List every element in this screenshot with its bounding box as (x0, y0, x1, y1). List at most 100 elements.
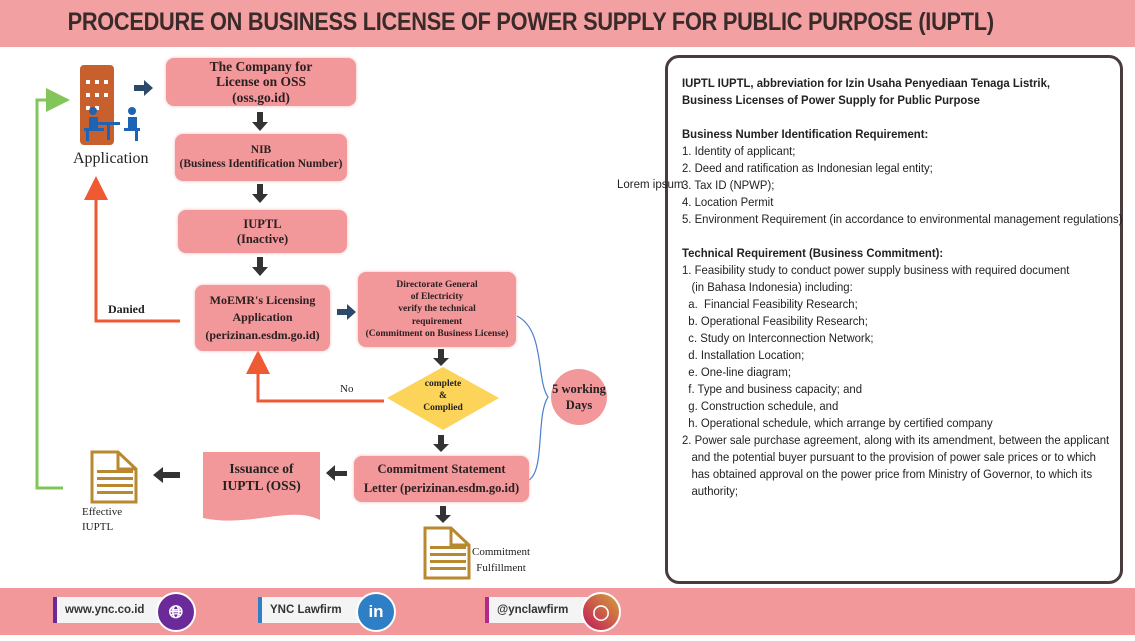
arrow-down-5 (433, 435, 449, 452)
tech-item: (in Bahasa Indonesia) including: (682, 280, 853, 294)
tech-item: 1. Feasibility study to conduct power su… (682, 263, 1070, 277)
bnir-item: 2. Deed and ratification as Indonesian l… (682, 161, 933, 175)
denied-label: Danied (108, 302, 145, 316)
arrow-left-1 (326, 465, 347, 481)
days-line: 5 working (552, 382, 606, 396)
linkedin-accent (258, 597, 263, 623)
box-line: The Company for (209, 58, 313, 74)
bnir-item: 3. Tax ID (NPWP); (682, 178, 775, 192)
building-icon (80, 65, 140, 145)
box-line: MoEMR's Licensing (209, 292, 316, 307)
box-line: (oss.go.id) (232, 89, 290, 105)
box-line: License on OSS (215, 74, 307, 90)
tech-heading: Technical Requirement (Business Commitme… (682, 246, 944, 260)
tech-item: authority; (682, 484, 739, 498)
box-line: (Inactive) (236, 231, 289, 246)
decision-diamond (387, 367, 499, 430)
flow-arrows (153, 112, 451, 523)
instagram-link[interactable]: @ynclawfirm (489, 597, 593, 623)
tech-item: h. Operational schedule, which arrange b… (682, 416, 993, 430)
iuptl-inactive-box: IUPTL(Inactive) (178, 210, 347, 253)
fulfillment-document-icon (423, 526, 471, 580)
box-line: (perizinan.esdm.go.id) (205, 327, 320, 342)
label-line: Effective (82, 506, 123, 518)
tech-item: b. Operational Feasibility Research; (682, 314, 868, 328)
denied-line (84, 176, 180, 323)
linkedin-link[interactable]: YNC Lawfirm (262, 597, 368, 623)
issuance-text: Issuance of IUPTL (OSS) (203, 460, 320, 494)
box-line: Letter (perizinan.esdm.go.id) (363, 481, 520, 495)
box-line: of Electricity (410, 291, 464, 302)
label-line: Fulfillment (476, 562, 526, 574)
nib-box: NIB(Business Identification Number) (175, 134, 347, 181)
issuance-line: IUPTL (OSS) (222, 478, 301, 493)
no-line (246, 350, 384, 403)
bnir-heading: Business Number Identification Requireme… (682, 127, 929, 141)
box-line: verify the technical (398, 304, 476, 315)
bnir-item: 1. Identity of applicant; (682, 144, 796, 158)
tech-item: g. Construction schedule, and (682, 399, 839, 413)
arrow-down-3 (252, 257, 268, 276)
effective-loop-line (35, 88, 70, 490)
working-days-circle (551, 369, 607, 425)
arrow-right-1 (134, 80, 153, 96)
website-link[interactable]: www.ync.co.id (57, 597, 165, 623)
page-title: PROCEDURE ON BUSINESS LICENSE OF POWER S… (67, 8, 995, 36)
application-label: Application (73, 150, 149, 167)
days-line: Days (565, 398, 593, 412)
box-line: NIB (250, 144, 272, 157)
arrow-down-1 (252, 112, 268, 131)
tech-item: c. Study on Interconnection Network; (682, 331, 874, 345)
decision-text: complete & Complied (387, 378, 499, 414)
box-line: Directorate General (396, 279, 478, 290)
arrow-left-2 (153, 467, 180, 483)
bnir-item: 4. Location Permit (682, 195, 774, 209)
arrow-down-4 (433, 349, 449, 366)
website-accent (53, 597, 58, 623)
arrow-down-6 (435, 506, 451, 523)
arrow-down-2 (252, 184, 268, 203)
issuance-line: Issuance of (229, 461, 294, 476)
tech-item: has obtained approval on the power price… (682, 467, 1093, 481)
stray-placeholder-text: Lorem ipsum (617, 179, 684, 191)
tech-item: d. Installation Location; (682, 348, 805, 362)
requirements-panel (665, 55, 1123, 584)
label-line: IUPTL (82, 521, 114, 533)
issuance-shape (203, 452, 320, 521)
box-line: requirement (411, 316, 463, 327)
arrow-right-2 (337, 304, 356, 320)
box-line: (Commitment on Business License) (365, 329, 509, 340)
tech-item: e. One-line diagram; (682, 365, 791, 379)
working-days-brace (516, 315, 549, 481)
box-line: Application (232, 310, 293, 325)
tech-item: a. Financial Feasibility Research; (682, 297, 858, 311)
header-bar (0, 0, 1135, 47)
decision-line: & (439, 391, 447, 401)
bnir-item: 5. Environment Requirement (in accordanc… (682, 212, 1123, 226)
label-line: Commitment (472, 546, 531, 558)
tech-item: 2. Power sale purchase agreement, along … (682, 433, 1110, 447)
decision-line: Complied (423, 403, 463, 413)
tech-item: and the potential buyer pursuant to the … (682, 450, 1096, 464)
no-label: No (340, 383, 354, 395)
decision-line: complete (424, 379, 462, 389)
intro-line: Business Licenses of Power Supply for Pu… (682, 93, 980, 107)
linkedin-icon[interactable]: in (356, 592, 396, 632)
box-line: Commitment Statement (377, 462, 506, 477)
instagram-accent (485, 597, 490, 623)
intro-line: IUPTL IUPTL, abbreviation for Izin Usaha… (682, 76, 1051, 90)
box-line: (Business Identification Number) (179, 157, 343, 170)
globe-icon[interactable]: 🌐︎ (156, 592, 196, 632)
instagram-icon[interactable]: ◯ (581, 592, 621, 632)
box-line: IUPTL (243, 217, 282, 232)
requirements-text: IUPTL IUPTL, abbreviation for Izin Usaha… (682, 75, 1123, 500)
